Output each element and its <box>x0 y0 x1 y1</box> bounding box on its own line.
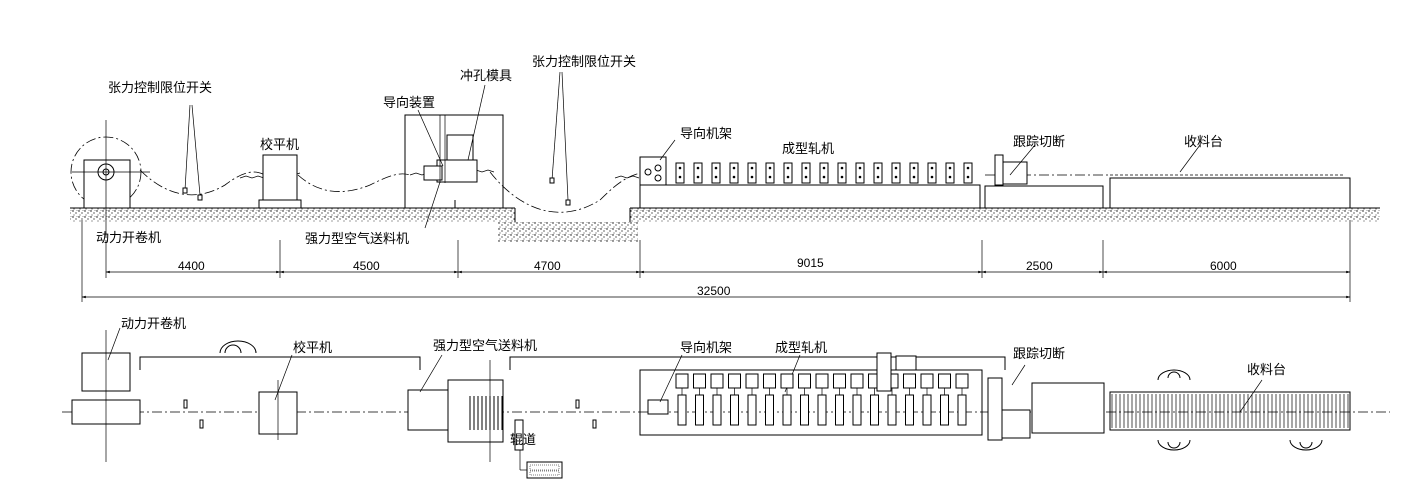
roll-stand-plan <box>763 373 776 426</box>
control-panel <box>526 461 563 479</box>
dim-seg6: 6000 <box>1210 259 1237 273</box>
label-decoiler: 动力开卷机 <box>96 230 161 246</box>
strip-path <box>139 169 1110 213</box>
roll-former-elevation <box>639 162 981 209</box>
air-feeder-plan <box>407 354 527 471</box>
feeder-punch-elevation <box>404 84 504 229</box>
roll-stand-elevation <box>927 162 937 184</box>
plan-roller-icons <box>219 340 1323 451</box>
roll-stand-elevation <box>747 162 757 184</box>
label-guide-frame: 导向机架 <box>680 126 732 142</box>
plan-label-roll-former: 成型轧机 <box>775 341 827 356</box>
plan-view: 动力开卷机 校平机 强力型空气送料机 导向机架 成型轧机 跟踪切断 收料台 辊道 <box>62 316 1390 479</box>
roll-stand-elevation <box>837 162 847 184</box>
label-guide-device: 导向装置 <box>383 95 435 111</box>
label-runout-table: 收料台 <box>1184 135 1223 150</box>
plan-label-roller-track: 辊道 <box>510 433 536 448</box>
roll-stand-elevation <box>963 162 973 184</box>
roll-stand-elevation <box>693 162 703 184</box>
floor-hatch <box>70 207 1380 242</box>
roll-stand-elevation <box>801 162 811 184</box>
plan-label-runout-table: 收料台 <box>1247 363 1286 378</box>
leveler-elevation <box>258 154 302 209</box>
roll-stand-elevation <box>891 162 901 184</box>
label-air-feeder: 强力型空气送料机 <box>305 231 409 247</box>
roll-stand-elevation <box>855 162 865 184</box>
roll-stand-elevation <box>675 162 685 184</box>
roll-stand-plan <box>815 373 829 426</box>
roll-stand-plan <box>903 373 916 426</box>
dim-seg3: 4700 <box>534 259 561 273</box>
roll-stand-plan <box>710 373 724 426</box>
roll-stand-plan <box>780 373 794 426</box>
plan-label-tracking-cutoff: 跟踪切断 <box>1013 347 1065 362</box>
plan-bracket <box>139 356 1006 370</box>
decoiler-elevation <box>70 120 150 238</box>
label-roll-former: 成型轧机 <box>782 142 834 157</box>
dim-seg2: 4500 <box>353 259 380 273</box>
roll-stand-plan <box>833 373 846 426</box>
runout-table-plan <box>1109 379 1351 431</box>
label-tension-switch-right: 张力控制限位开关 <box>532 55 636 70</box>
label-tension-switch-left: 张力控制限位开关 <box>108 81 212 96</box>
roll-stand-plan <box>938 373 951 426</box>
roll-stand-plan <box>798 373 811 426</box>
elevation-view: 张力控制限位开关 张力控制限位开关 校平机 导向装置 冲孔模具 导向机架 成型轧… <box>70 55 1380 302</box>
roll-stand-plan <box>728 373 741 426</box>
roll-stand-plan <box>693 373 706 426</box>
roll-stand-plan <box>955 373 969 426</box>
dim-total: 32500 <box>697 284 731 298</box>
plan-label-air-feeder: 强力型空气送料机 <box>433 338 537 354</box>
roll-stand-elevation <box>909 162 919 184</box>
label-tracking-cutoff: 跟踪切断 <box>1013 135 1065 150</box>
plan-label-guide-frame: 导向机架 <box>680 340 732 356</box>
leveler-plan <box>258 354 298 440</box>
plan-label-leveler: 校平机 <box>293 340 332 356</box>
dimension-lines <box>81 220 1351 302</box>
roll-stand-elevation <box>945 162 955 184</box>
guide-frame-elevation <box>639 139 676 186</box>
cutoff-elevation <box>984 144 1104 209</box>
decoiler-plan <box>71 327 141 462</box>
dim-seg4: 9015 <box>797 256 824 270</box>
tension-switch-right <box>549 71 571 206</box>
roll-stand-elevation <box>819 162 829 184</box>
label-punch-die: 冲孔模具 <box>460 69 512 84</box>
roll-former-plan <box>639 352 983 436</box>
roll-stand-plan <box>675 373 689 426</box>
roll-stand-elevation <box>873 162 883 184</box>
roll-stand-plan <box>745 373 759 426</box>
plan-label-decoiler: 动力开卷机 <box>121 316 186 332</box>
tension-switch-left <box>182 104 203 201</box>
label-leveler: 校平机 <box>260 137 299 153</box>
roll-stand-elevation <box>711 162 721 184</box>
dim-seg5: 2500 <box>1026 259 1053 273</box>
roll-stand-elevation <box>765 162 775 184</box>
runout-table-elevation <box>1109 144 1351 209</box>
roll-stand-elevation <box>783 162 793 184</box>
roll-stand-elevation <box>729 162 739 184</box>
cutoff-plan <box>987 364 1105 441</box>
roll-stand-plan <box>920 373 934 426</box>
plan-switches <box>183 399 597 429</box>
roll-stand-plan <box>850 373 864 426</box>
dim-seg1: 4400 <box>178 259 205 273</box>
